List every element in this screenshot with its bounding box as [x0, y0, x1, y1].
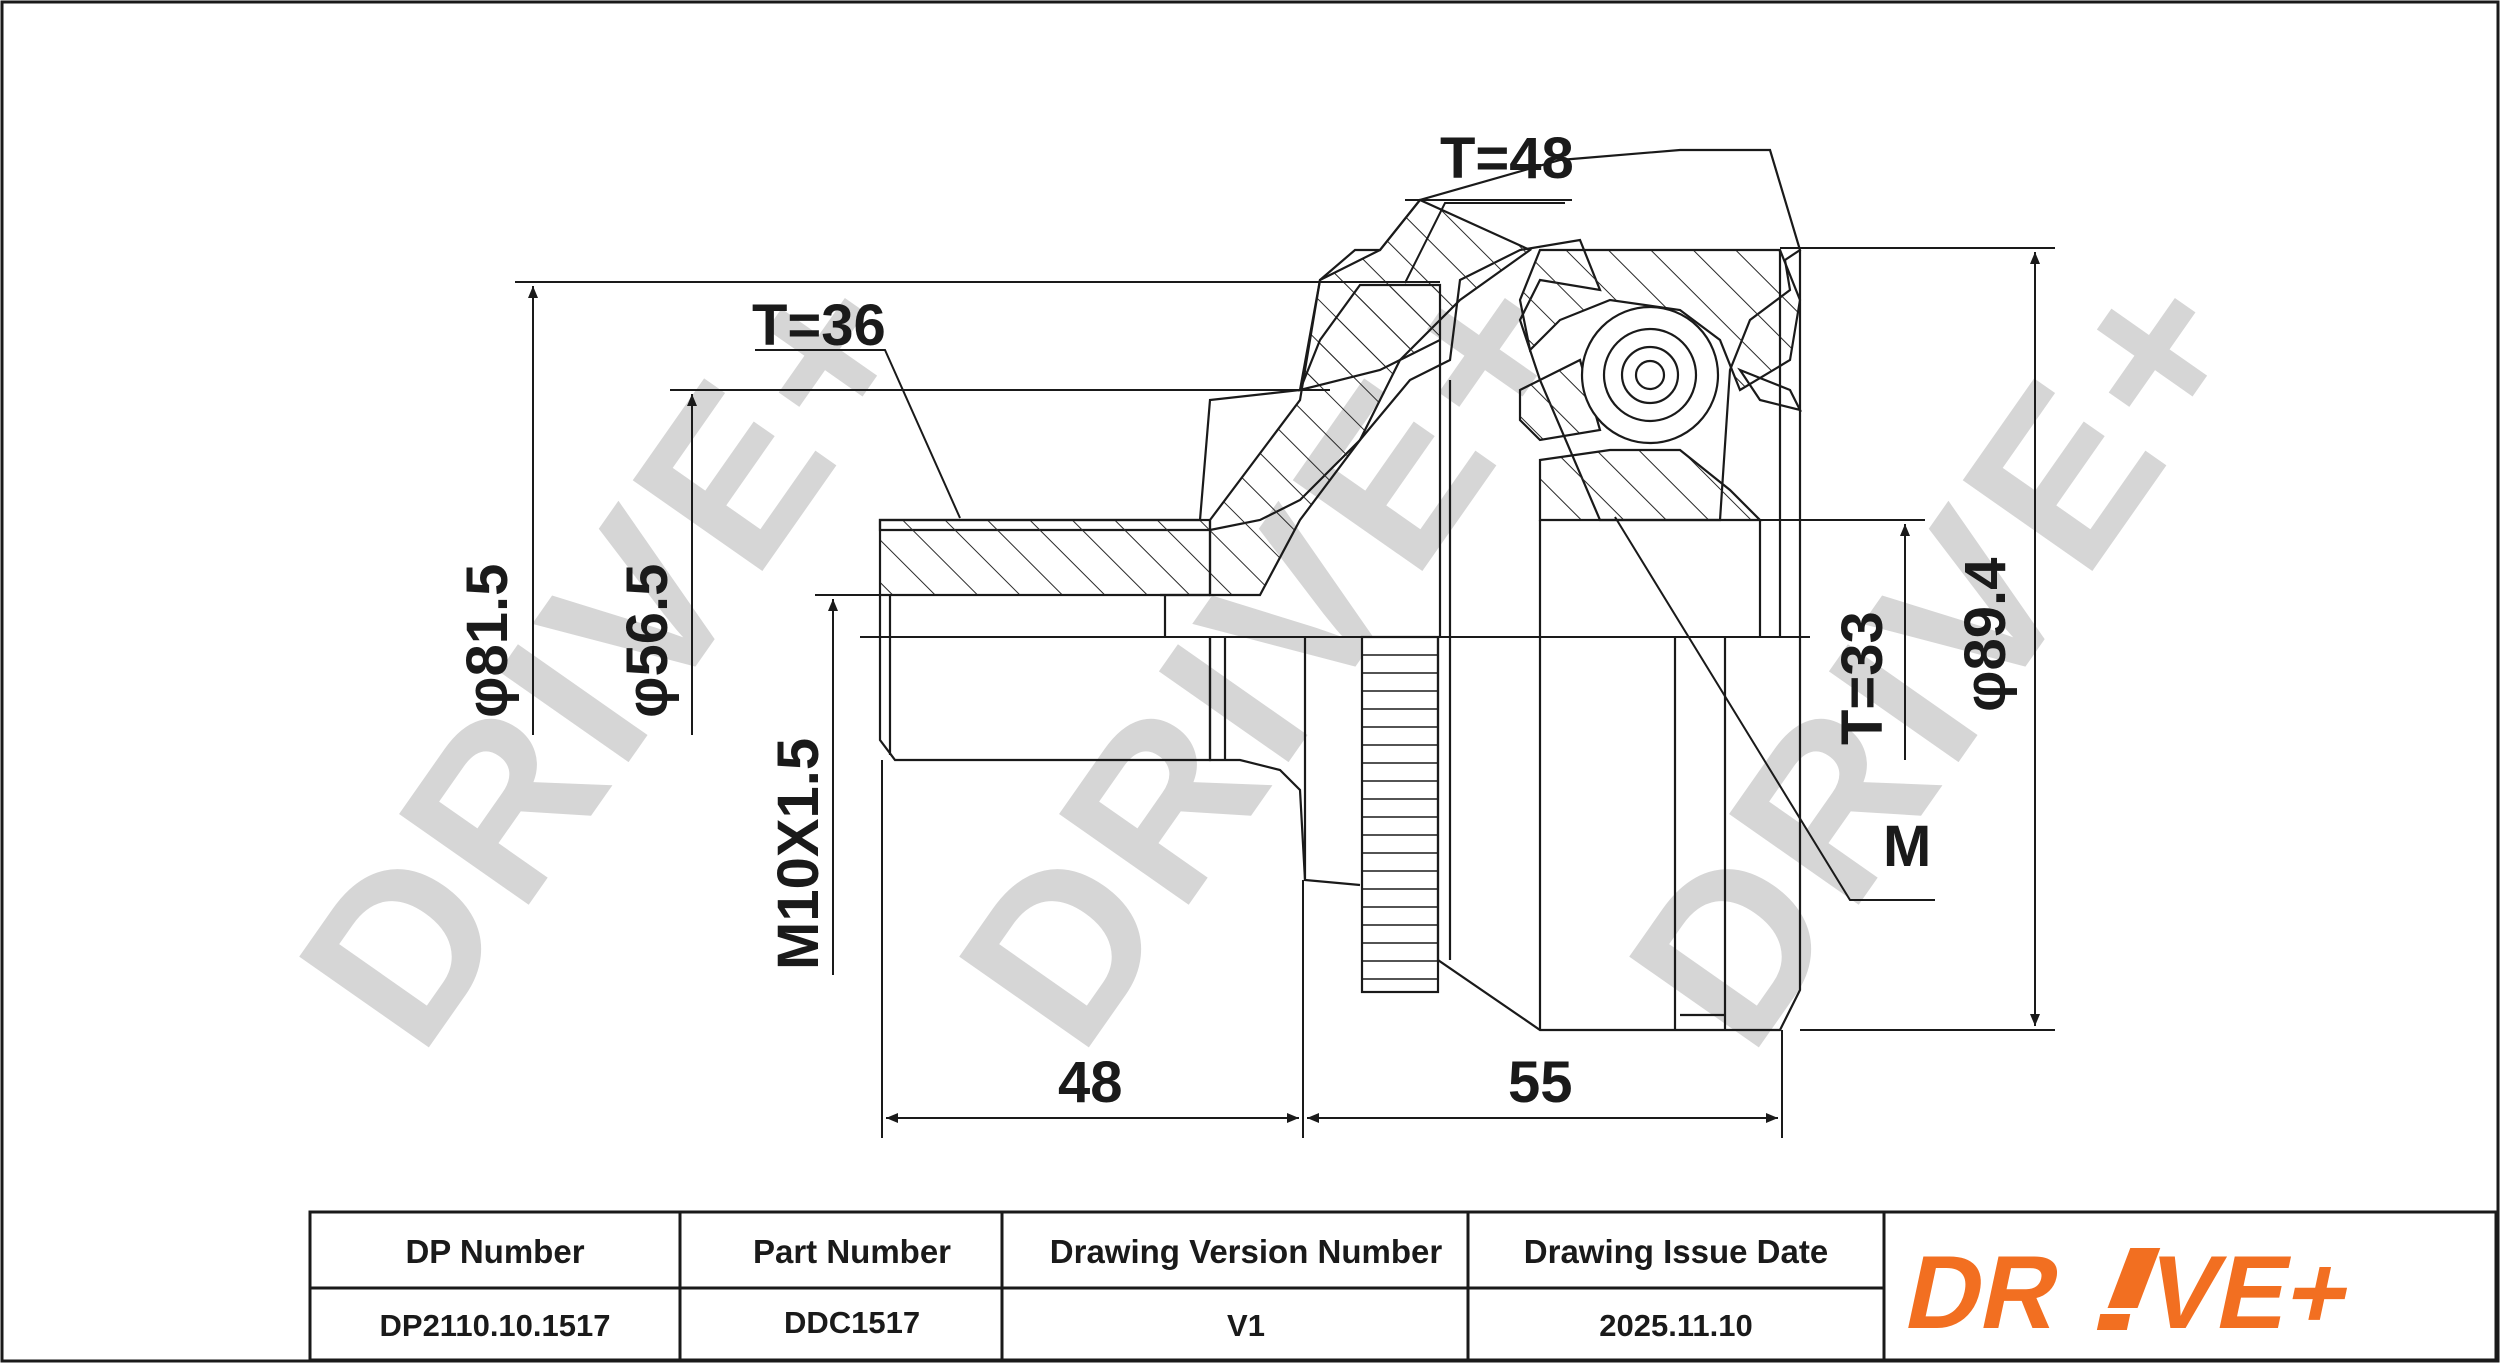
outer-lip-section	[1737, 367, 1803, 412]
ball-ring-1	[1602, 327, 1698, 423]
header-issue-date: Drawing Issue Date	[1524, 1233, 1828, 1270]
logo-exclamation-icon	[2096, 1248, 2161, 1330]
cv-joint-drawing	[860, 148, 1810, 1032]
value-version: V1	[1227, 1308, 1265, 1343]
header-dp-number: DP Number	[405, 1233, 584, 1270]
value-part-number: DDC1517	[784, 1305, 920, 1340]
outer-diameter-label: φ89.4	[1953, 558, 2018, 712]
title-block	[308, 1210, 2498, 1362]
flange-section	[1298, 283, 1442, 392]
marker-leader	[1614, 516, 1935, 901]
ball-ring-2	[1620, 345, 1680, 405]
thread-section	[878, 518, 1212, 597]
bell-housing-lower	[1436, 637, 1802, 1032]
ball-ring-3	[1634, 359, 1666, 391]
inner-teeth-label: T=33	[1830, 611, 1895, 745]
title-block-text: DP Number Part Number Drawing Version Nu…	[380, 1233, 1829, 1343]
value-issue-date: 2025.11.10	[1599, 1308, 1752, 1343]
title-block-frame	[308, 1210, 2498, 1362]
ball	[1580, 305, 1720, 445]
shaft-length-label: 48	[1058, 1050, 1123, 1115]
thread-spec-label: M10X1.5	[766, 738, 831, 970]
abs-teeth-label: T=48	[1440, 126, 1574, 191]
shaft-diameter-label: φ56.5	[615, 564, 680, 718]
thread-teeth-leader	[755, 349, 961, 519]
marker-label: M	[1883, 814, 1931, 879]
logo-text-right: VE+	[2138, 1235, 2362, 1351]
seal-diameter-label: φ81.5	[455, 564, 520, 718]
watermark-center: DRIVE+	[910, 216, 1628, 1089]
abs-teeth-leader-2	[1404, 202, 1565, 284]
value-dp-number: DP2110.10.1517	[380, 1308, 611, 1343]
dimension-lines	[515, 199, 2055, 1138]
abs-ring-teeth	[1362, 654, 1438, 980]
brand-logo: DR VE+	[1896, 1235, 2362, 1351]
bell-upper-right	[1448, 250, 1802, 637]
stem-section	[1208, 198, 1533, 597]
bell-inner-section	[1538, 448, 1763, 522]
thread-teeth-label: T=36	[752, 293, 886, 358]
logo-text-left: DR	[1896, 1235, 2071, 1351]
cage-section	[1518, 358, 1602, 442]
header-version: Drawing Version Number	[1050, 1233, 1443, 1270]
header-part-number: Part Number	[753, 1233, 951, 1270]
body-length-label: 55	[1508, 1050, 1573, 1115]
abs-ring	[1360, 635, 1440, 994]
